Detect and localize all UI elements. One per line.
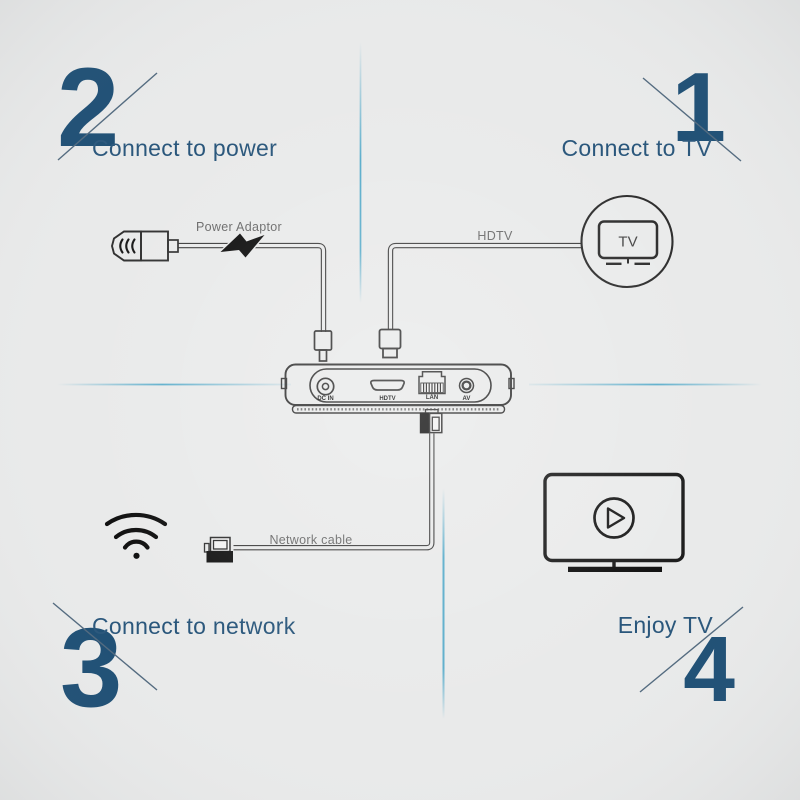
step3-heading: Connect to network [92,613,296,639]
dc-in-label: DC IN [317,396,333,402]
hdtv-cable-label: HDTV [477,229,513,243]
ethernet-plug-down-icon [419,408,443,434]
tv-icon: TV [580,194,674,289]
step1-heading: Connect to TV [561,135,712,161]
av-label: AV [463,396,471,402]
tv-play-icon [543,472,685,573]
tv-screen-label: TV [618,234,637,251]
hdtv-port-label: HDTV [379,396,395,402]
step2-heading: Connect to power [92,135,277,161]
lan-label: LAN [426,395,438,401]
network-cable-label: Network cable [269,533,352,547]
step4-heading: Enjoy TV [618,612,714,638]
power-adaptor-label: Power Adaptor [196,220,282,234]
